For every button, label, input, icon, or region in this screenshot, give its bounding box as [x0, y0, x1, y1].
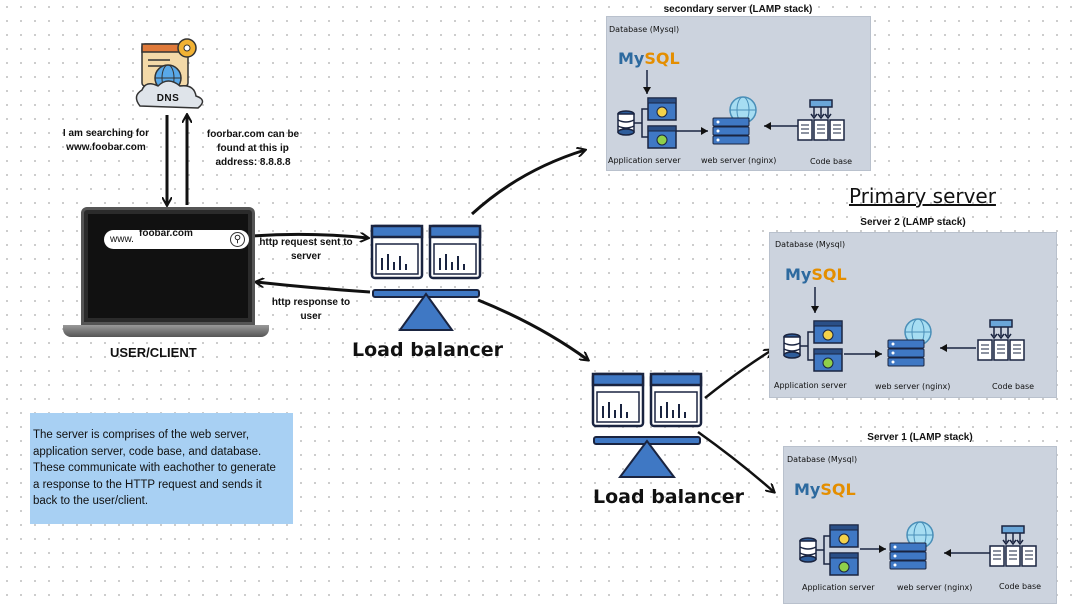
- request-arrow: [251, 234, 368, 238]
- secondary-web-server-icon: [712, 96, 757, 145]
- server-2-app-server-label: Application server: [774, 381, 847, 390]
- search-icon[interactable]: ⚲: [230, 232, 245, 247]
- secondary-app-server-label: Application server: [608, 156, 681, 165]
- dns-answer-note: foorbar.com can be found at this ip addr…: [206, 129, 300, 168]
- dns-query-note: I am searching for www.foobar.com: [62, 128, 150, 153]
- server-2-app-server-icon: [783, 320, 843, 372]
- secondary-server-title: secondary server (LAMP stack): [663, 4, 813, 15]
- client-label: USER/CLIENT: [110, 345, 197, 360]
- lb-to-lb-arrow: [477, 298, 588, 360]
- http-request-note: http request sent to server: [259, 237, 353, 262]
- server-1-app-server-icon: [799, 524, 859, 576]
- server-1-title: Server 1 (LAMP stack): [867, 432, 973, 443]
- search-value: foobar.com: [139, 228, 193, 239]
- lb-to-secondary-arrow: [470, 150, 585, 216]
- search-prefix: www.: [110, 234, 134, 245]
- server-2-code-base-label: Code base: [992, 382, 1035, 391]
- server-2-web-server-icon: [887, 318, 932, 367]
- dns-label: DNS: [156, 93, 180, 104]
- server-1-code-base-icon: [989, 525, 1037, 567]
- description-note: The server is comprises of the web serve…: [30, 413, 293, 524]
- server-1-app-server-label: Application server: [802, 583, 875, 592]
- lb2-to-server1-arrow: [697, 430, 774, 492]
- server-2-database-label: Database (Mysql): [775, 240, 846, 249]
- primary-server-heading: Primary server: [849, 184, 996, 208]
- server-1-web-server-icon: [889, 521, 934, 570]
- secondary-mysql-logo: MySQL: [618, 49, 680, 68]
- server-1-database-label: Database (Mysql): [787, 455, 858, 464]
- secondary-database-label: Database (Mysql): [609, 25, 680, 34]
- secondary-web-server-label: web server (nginx): [701, 156, 777, 165]
- secondary-code-base-icon: [797, 99, 845, 141]
- server-2-mysql-logo: MySQL: [785, 265, 847, 284]
- lb2-to-server2-arrow: [704, 350, 772, 399]
- server-2-web-server-label: web server (nginx): [875, 382, 951, 391]
- server-1-web-server-label: web server (nginx): [897, 583, 973, 592]
- secondary-code-base-label: Code base: [810, 157, 853, 166]
- secondary-app-server-icon: [617, 97, 677, 149]
- http-response-note: http response to user: [271, 297, 351, 322]
- server-2-title: Server 2 (LAMP stack): [860, 217, 966, 228]
- laptop-base: [63, 325, 269, 337]
- server-1-mysql-logo: MySQL: [794, 480, 856, 499]
- browser-search-bar[interactable]: www. ⚲: [104, 230, 249, 249]
- server-2-code-base-icon: [977, 319, 1025, 361]
- response-arrow: [256, 282, 371, 294]
- load-balancer-1-label: Load balancer: [352, 339, 503, 361]
- description-text: The server is comprises of the web serve…: [33, 429, 276, 507]
- load-balancer-2-label: Load balancer: [593, 486, 744, 508]
- server-1-code-base-label: Code base: [999, 582, 1042, 591]
